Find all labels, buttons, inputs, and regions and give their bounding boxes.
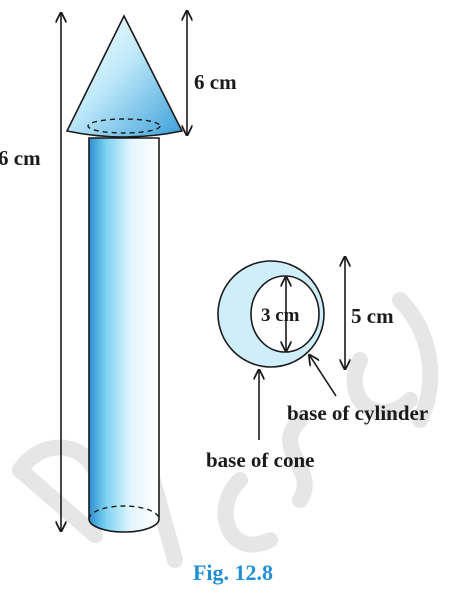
base-of-cone-pointer: base of cone — [206, 371, 315, 472]
cone-base-hidden-edge — [87, 118, 161, 134]
cylinder-body — [88, 137, 160, 533]
inner-diameter-label: 3 cm — [261, 305, 300, 326]
base-annulus: 3 cm — [217, 260, 325, 368]
base-of-cylinder-pointer: base of cylinder — [287, 356, 428, 425]
cylinder-bottom-hidden-edge — [88, 505, 160, 520]
base-of-cone-label: base of cone — [206, 448, 315, 472]
figure-caption: Fig. 12.8 — [193, 560, 273, 585]
base-of-cylinder-label: base of cylinder — [287, 401, 428, 425]
cone-body — [65, 14, 184, 138]
cone — [65, 14, 184, 138]
cylinder — [88, 137, 160, 533]
outer-diameter-dimension: 5 cm — [345, 258, 394, 368]
cone-height-dimension: 6 cm — [187, 12, 237, 134]
cone-height-label: 6 cm — [194, 70, 237, 94]
total-height-dimension: 6 cm — [0, 14, 61, 530]
annulus-ring — [217, 260, 325, 368]
outer-diameter-label: 5 cm — [351, 304, 394, 328]
total-height-label: 6 cm — [0, 146, 41, 170]
